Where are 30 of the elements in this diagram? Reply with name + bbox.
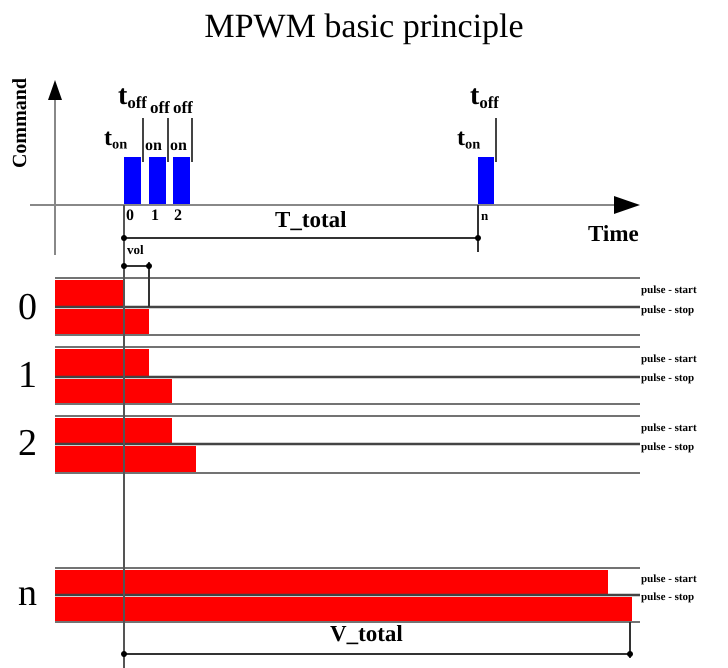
axis-label: Time (588, 222, 639, 245)
axis-label: Command (10, 78, 30, 168)
row-label: n (18, 574, 37, 612)
time-symbol: t$_{off}$ (118, 82, 147, 112)
row-label: 1 (18, 356, 37, 394)
row-label: 2 (18, 424, 37, 462)
pulse-index: n (481, 209, 488, 222)
subscript-label: on (145, 138, 162, 154)
channel-label: pulse - stop (641, 373, 694, 384)
time-symbol: t$_{on}$ (104, 126, 128, 152)
channel-label: pulse - start (641, 423, 697, 434)
subscript-label: on (170, 138, 187, 154)
time-symbol: t$_{on}$ (457, 126, 480, 152)
subscript-label: off (150, 99, 170, 116)
channel-label: pulse - start (641, 354, 697, 365)
dimension-label: V_total (330, 622, 403, 645)
dimension-label: T_total (275, 208, 347, 231)
row-label: 0 (18, 288, 37, 326)
channel-label: pulse - stop (641, 442, 694, 453)
channel-label: pulse - start (641, 574, 697, 585)
channel-label: pulse - stop (641, 305, 694, 316)
time-symbol: t$_{off}$ (470, 82, 499, 112)
pulse-index: 2 (174, 208, 182, 224)
channel-label: pulse - stop (641, 592, 694, 603)
subscript-label: off (173, 99, 193, 116)
channel-label: pulse - start (641, 285, 697, 296)
dimension-label: vol (127, 243, 144, 256)
pulse-index: 1 (151, 208, 159, 224)
pulse-index: 0 (126, 208, 134, 224)
title: MPWM basic principle (203, 10, 525, 44)
